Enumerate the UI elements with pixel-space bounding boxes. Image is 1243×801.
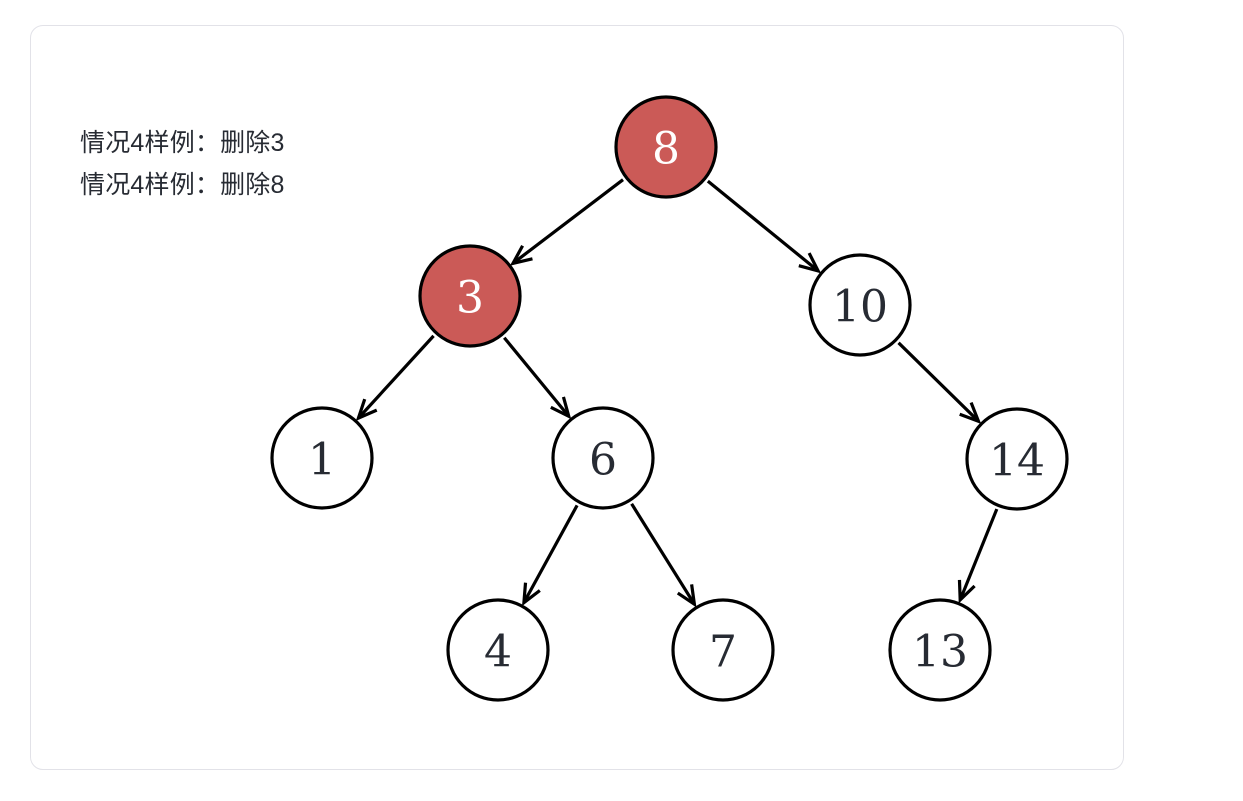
node-value: 3 bbox=[456, 273, 484, 324]
tree-edge-arrow bbox=[509, 178, 624, 266]
tree-edge-arrow bbox=[957, 508, 999, 604]
caption-line-1: 情况4样例：删除3 bbox=[80, 129, 285, 157]
node-value: 1 bbox=[308, 435, 336, 486]
tree-node-13[interactable]: 13 bbox=[888, 598, 992, 702]
tree-node-10[interactable]: 10 bbox=[808, 253, 912, 357]
caption-line-2: 情况4样例：删除8 bbox=[80, 171, 285, 199]
tree-edge-arrow bbox=[503, 336, 572, 420]
edges-layer bbox=[355, 178, 999, 608]
tree-node-4[interactable]: 4 bbox=[446, 598, 550, 702]
node-circle[interactable] bbox=[888, 598, 992, 702]
node-value: 10 bbox=[832, 282, 888, 333]
node-circle[interactable] bbox=[446, 598, 550, 702]
node-circle[interactable] bbox=[808, 253, 912, 357]
tree-node-8[interactable]: 8 bbox=[614, 95, 718, 199]
node-value: 8 bbox=[652, 124, 680, 175]
node-circle[interactable] bbox=[671, 598, 775, 702]
node-circle[interactable] bbox=[965, 407, 1069, 511]
node-value: 6 bbox=[589, 435, 617, 486]
node-value: 4 bbox=[484, 627, 512, 678]
tree-node-7[interactable]: 7 bbox=[671, 598, 775, 702]
tree-edge-arrow bbox=[897, 341, 982, 424]
tree-edge-arrow bbox=[706, 179, 822, 274]
node-circle[interactable] bbox=[614, 95, 718, 199]
tree-node-1[interactable]: 1 bbox=[270, 406, 374, 510]
tree-edge-arrow bbox=[355, 334, 435, 422]
nodes-layer: 8 3 10 1 6 14 4 7 13 bbox=[270, 95, 1069, 702]
caption-block: 情况4样例：删除3 情况4样例：删除8 bbox=[80, 122, 285, 206]
node-circle[interactable] bbox=[551, 406, 655, 510]
tree-node-3[interactable]: 3 bbox=[418, 244, 522, 348]
node-value: 14 bbox=[989, 436, 1045, 487]
node-value: 7 bbox=[709, 627, 737, 678]
tree-node-14[interactable]: 14 bbox=[965, 407, 1069, 511]
node-circle[interactable] bbox=[270, 406, 374, 510]
node-value: 13 bbox=[912, 627, 968, 678]
tree-node-6[interactable]: 6 bbox=[551, 406, 655, 510]
tree-edge-arrow bbox=[630, 502, 697, 608]
node-circle[interactable] bbox=[418, 244, 522, 348]
tree-edge-arrow bbox=[522, 504, 579, 607]
